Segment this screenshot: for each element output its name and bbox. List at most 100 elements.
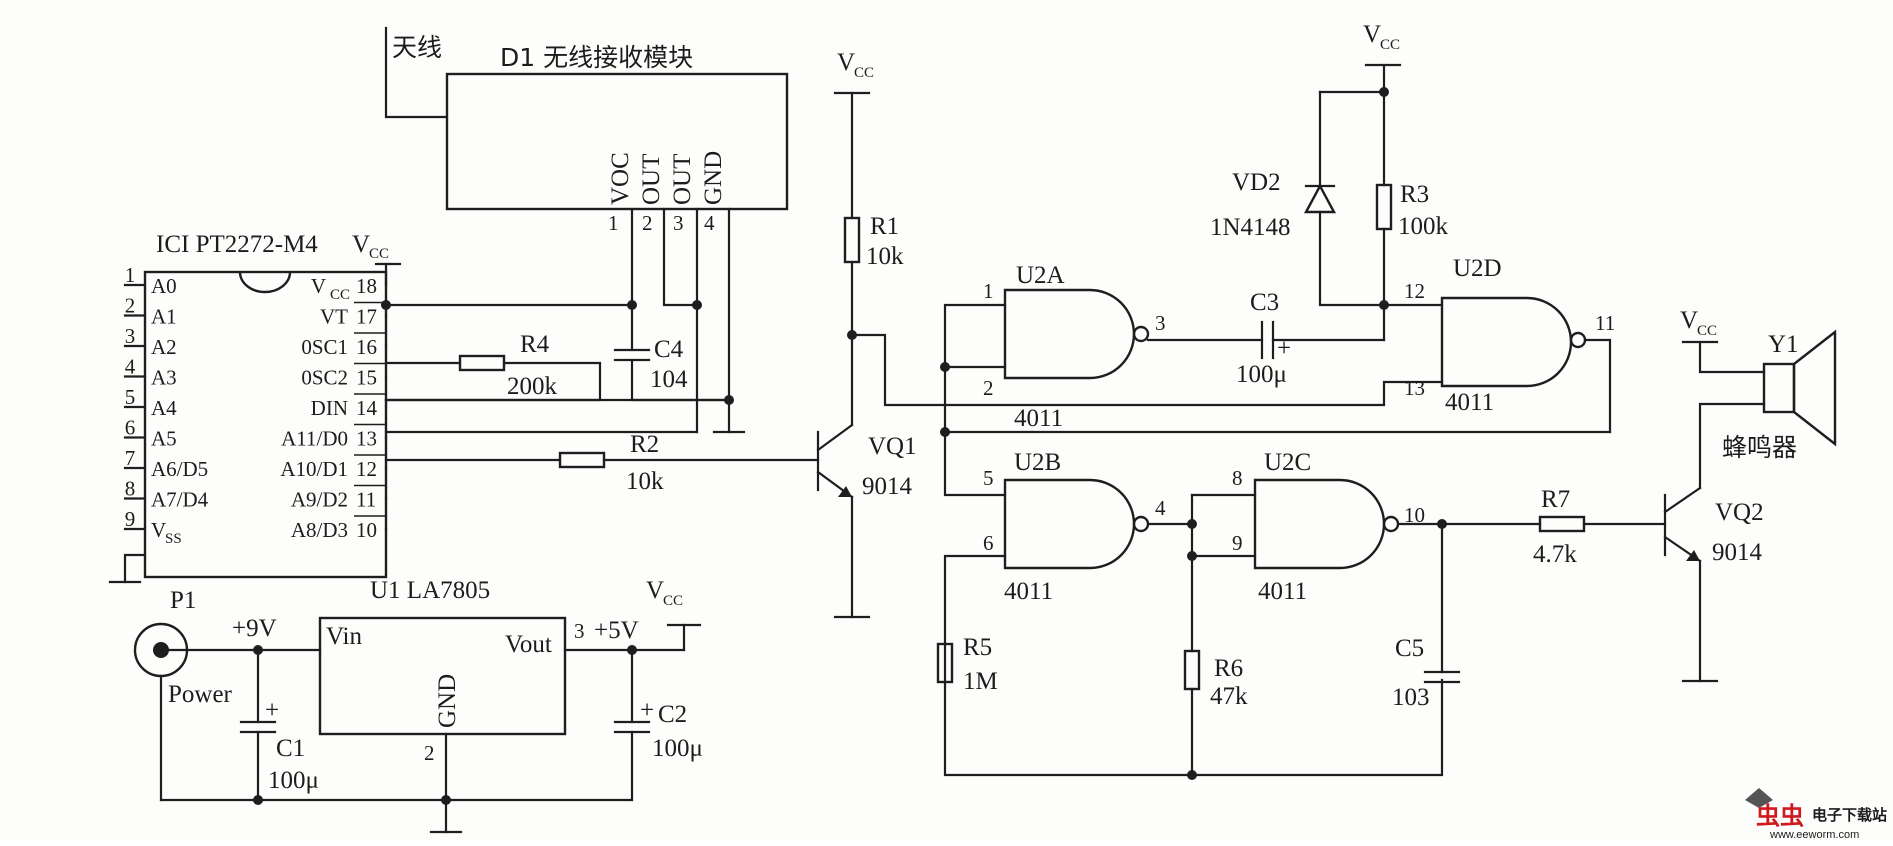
net-vq1-collector-to-u2d (852, 335, 1442, 405)
r2-value: 10k (626, 468, 664, 495)
ic1-vss-wire (125, 555, 145, 582)
c3-value: 100μ (1236, 361, 1287, 388)
r7-value: 4.7k (1533, 541, 1577, 568)
ic1-left-pin-name: A7/D4 (151, 488, 209, 512)
u2c-gate-body (1255, 480, 1384, 568)
u1-vout: Vout (505, 631, 552, 658)
ic1-right-pin-number: 16 (356, 335, 377, 359)
d1-pin3-name: OUT (669, 154, 696, 205)
y1-buzzer-horn (1794, 332, 1835, 444)
y1-vcc-sub: CC (1697, 323, 1717, 339)
junction-dot (441, 795, 451, 805)
ic1-left-pin-number: 1 (125, 263, 136, 287)
vq1-vcc-label: V (837, 49, 855, 76)
vq2-ref: VQ2 (1715, 499, 1764, 526)
junction-dot (1379, 87, 1389, 97)
r4-body (460, 356, 504, 370)
p1-ref: P1 (170, 587, 196, 614)
r7-body (1540, 517, 1584, 531)
c2-ref: C2 (658, 701, 687, 728)
ic1-left-pin-name: A5 (151, 427, 177, 451)
u2c-part: 4011 (1258, 578, 1307, 605)
u2d-part: 4011 (1445, 389, 1494, 416)
u2a-inverter-bubble (1134, 327, 1148, 341)
out-voltage: +5V (594, 617, 639, 644)
u1-pin3: 3 (574, 619, 585, 643)
r5-ref: R5 (963, 634, 992, 661)
vd2-diode-triangle (1306, 186, 1334, 212)
junction-dot (1187, 770, 1197, 780)
ic1-left-pin-name: A2 (151, 335, 177, 359)
watermark-logo: 电子下载站 (1812, 806, 1887, 824)
ic1-left-pin-number: 8 (125, 477, 136, 501)
ic1-right-pin-number: 12 (356, 457, 377, 481)
vq1-value: 9014 (862, 473, 913, 500)
watermark-url: www.eeworm.com (1769, 829, 1859, 841)
u2c-ref: U2C (1264, 449, 1311, 476)
ic1-left-pin-number: 9 (125, 507, 136, 531)
d1-pin2-name: OUT (638, 154, 665, 205)
ic1-right-pin-number: 14 (356, 396, 378, 420)
r2-body (560, 453, 604, 467)
y1-vcc-wire (1700, 342, 1764, 372)
d1-pin3-num: 3 (673, 211, 684, 235)
u2c-pin9: 9 (1232, 531, 1243, 555)
watermark: 虫虫 电子下载站 www.eeworm.com (1745, 788, 1887, 841)
c1-polarity: + (265, 697, 279, 724)
ic1-left-pin-name: A4 (151, 396, 177, 420)
r4-ref: R4 (520, 331, 550, 358)
y1-ref: Y1 (1768, 331, 1799, 358)
r6-ref: R6 (1214, 655, 1243, 682)
u2d-ref: U2D (1453, 255, 1502, 282)
p1-value: Power (168, 681, 233, 708)
u2a-pin1: 1 (983, 279, 994, 303)
net-u2d-out (1585, 340, 1610, 432)
ic1-right-pin-name: A8/D3 (291, 518, 348, 542)
u1-title: U1 LA7805 (370, 577, 490, 604)
ic1-left-pin-name: A1 (151, 305, 177, 329)
u2b-pin4: 4 (1155, 496, 1166, 520)
d1-title: D1 无线接收模块 (500, 43, 693, 72)
u1-gnd: GND (434, 674, 461, 728)
ic1-right-pin-name: A10/D1 (280, 457, 348, 481)
u1-pin2: 2 (424, 741, 435, 765)
ic1-right-pin-name: 0SC1 (301, 335, 348, 359)
d1-pin2-num: 2 (642, 211, 653, 235)
vd2-value: 1N4148 (1210, 214, 1291, 241)
u2c-inverter-bubble (1384, 517, 1398, 531)
ic1-left-pin-sub: SS (165, 531, 182, 547)
c2-value: 100μ (652, 735, 703, 762)
ic1-right-pin-name: 0SC2 (301, 366, 348, 390)
c1-value: 100μ (268, 767, 319, 794)
vq2-collector (1665, 488, 1700, 512)
junction-dot (381, 300, 391, 310)
u2b-ref: U2B (1014, 449, 1061, 476)
antenna-label: 天线 (392, 33, 442, 62)
ic1-left-pin-number: 6 (125, 416, 136, 440)
vq1-ref: VQ1 (868, 433, 917, 460)
c4-value: 104 (650, 366, 688, 393)
d1-pin4-name: GND (700, 151, 727, 205)
ic1-right-pin-name: A11/D0 (281, 427, 348, 451)
in-voltage: +9V (232, 615, 277, 642)
u1-vin: Vin (326, 623, 362, 650)
u2a-ref: U2A (1016, 262, 1065, 289)
r5-value: 1M (963, 668, 998, 695)
d1-pin1-name: VOC (607, 152, 634, 205)
vq1-collector (818, 425, 852, 450)
c3-ref: C3 (1250, 289, 1279, 316)
u2a-part: 4011 (1014, 405, 1063, 432)
ic1-left-pin-number: 4 (125, 355, 136, 379)
ic1-right-pin-sub: CC (330, 287, 350, 303)
u2b-pin5: 5 (983, 466, 994, 490)
ic1-right-pin-name: V (311, 274, 326, 298)
c5-ref: C5 (1395, 635, 1424, 662)
ic1-title: ICI PT2272-M4 (156, 231, 318, 258)
r2-ref: R2 (630, 431, 659, 458)
ic1-right-pin-number: 11 (356, 488, 376, 512)
ic1-left-pin-number: 7 (125, 446, 136, 470)
ic1-vcc-label: V (352, 231, 370, 258)
net-u2c-in2 (1192, 495, 1255, 556)
